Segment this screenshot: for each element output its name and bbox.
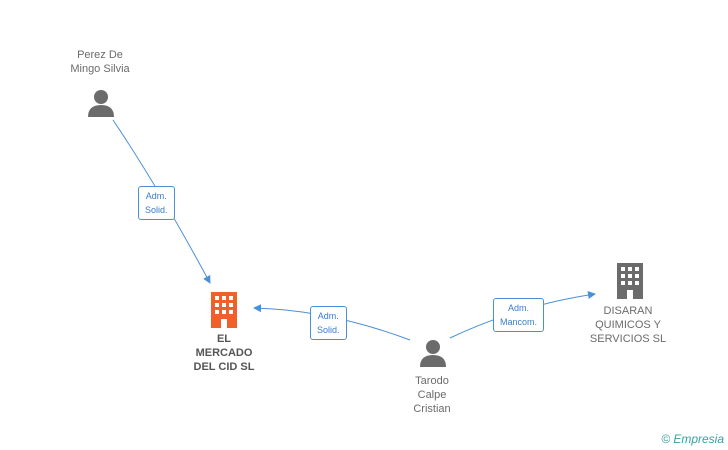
edge-label-perez-mercado[interactable]: Adm. Solid.	[138, 186, 175, 220]
person-icon[interactable]	[86, 88, 116, 118]
brand-name: Empresia	[673, 432, 724, 446]
node-label-perez: Perez De Mingo Silvia	[70, 49, 130, 75]
building-icon[interactable]	[208, 292, 240, 328]
copyright-symbol: ©	[661, 432, 671, 446]
edge-label-tarodo-disaran[interactable]: Adm. Mancom.	[493, 298, 545, 332]
building-icon[interactable]	[614, 263, 646, 299]
person-icon[interactable]	[418, 338, 448, 368]
edge-label-tarodo-mercado[interactable]: Adm. Solid.	[310, 306, 347, 340]
node-label-tarodo: Tarodo Calpe Cristian	[413, 375, 451, 415]
node-label-mercado: EL MERCADO DEL CID SL	[193, 333, 255, 373]
watermark: ©Empresia	[661, 432, 724, 446]
node-label-disaran: DISARAN QUIMICOS Y SERVICIOS SL	[589, 305, 667, 345]
